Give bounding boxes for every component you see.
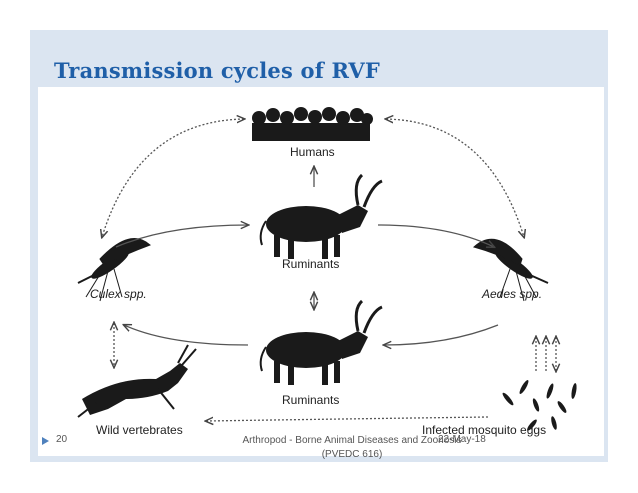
slide-title: Transmission cycles of RVF — [54, 58, 380, 83]
slide: Transmission cycles of RVF — [30, 30, 608, 462]
culex-mosquito-icon — [77, 238, 151, 302]
bullet-arrow-icon — [42, 437, 49, 445]
slide-footer: 20 Arthropod - Borne Animal Diseases and… — [30, 434, 608, 462]
mosquito-eggs-icon — [502, 379, 577, 431]
page-number: 20 — [56, 434, 68, 445]
transmission-arrows-dashed — [102, 119, 556, 421]
ruminant-bottom-icon — [259, 299, 383, 385]
antelope-icon — [77, 344, 197, 418]
label-wild-vertebrates: Wild vertebrates — [96, 423, 183, 437]
footer-date: 22-May-18 — [438, 434, 486, 445]
label-ruminants-bottom: Ruminants — [282, 393, 340, 407]
label-ruminants-top: Ruminants — [282, 257, 340, 271]
transmission-diagram: Humans Ruminants Culex spp. Aedes spp. R… — [38, 87, 604, 456]
label-humans: Humans — [290, 145, 335, 159]
humans-crowd-icon — [252, 107, 373, 141]
diagram-graphics — [77, 107, 577, 431]
transmission-arrows — [115, 167, 499, 345]
footer-course-title: Arthropod - Borne Animal Diseases and Zo… — [242, 435, 462, 460]
label-infected-mosquito-eggs: Infected mosquito eggs — [422, 423, 547, 437]
label-culex: Culex spp. — [90, 287, 147, 301]
label-aedes: Aedes spp. — [482, 287, 543, 301]
ruminant-top-icon — [259, 173, 383, 259]
